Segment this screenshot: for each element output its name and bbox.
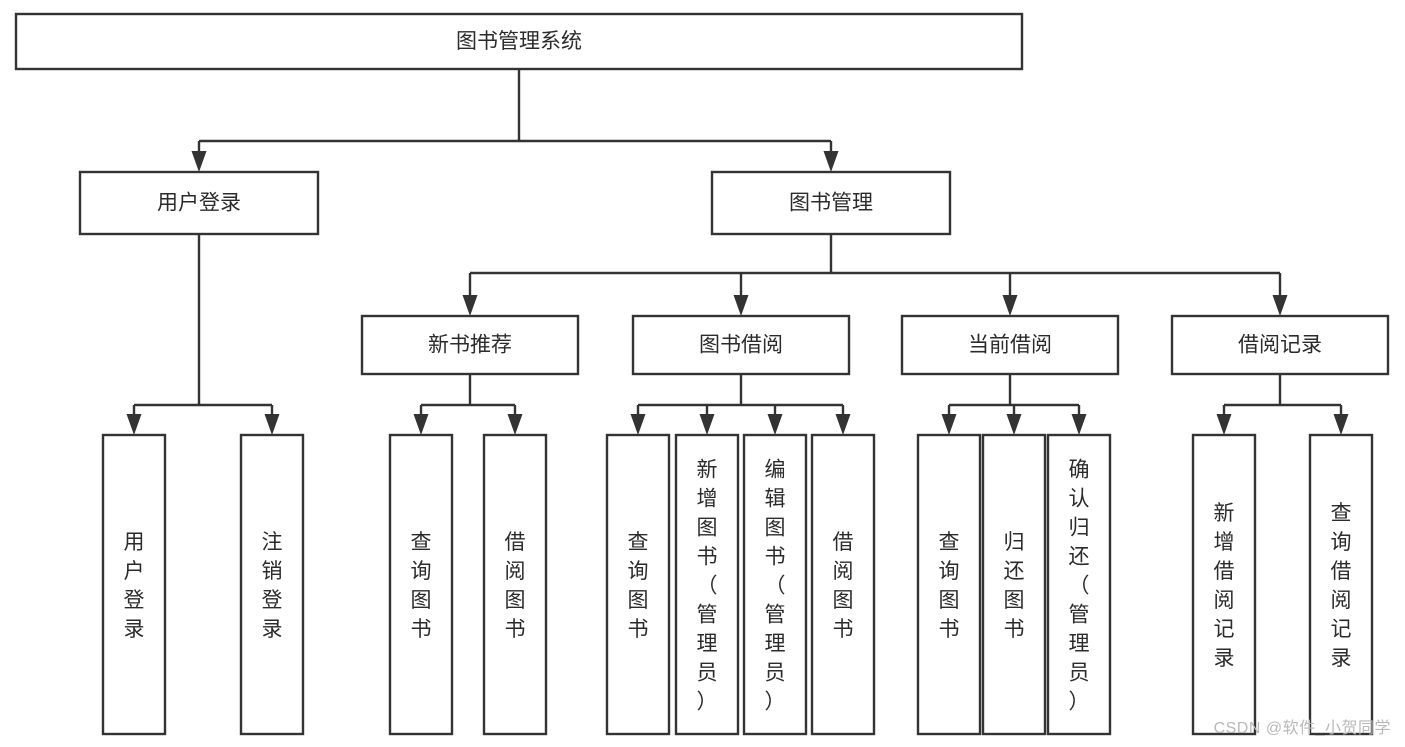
arrow-head-icon	[941, 414, 957, 435]
node-leaf-confirm-return[interactable]: 确认归还（管理员）	[1046, 433, 1112, 736]
node-leaf-query-book-recommend[interactable]: 查询图书	[388, 433, 454, 736]
arrow-head-icon	[264, 414, 280, 435]
node-label: 新书推荐	[428, 334, 512, 357]
node-label: 用户登录	[124, 531, 145, 641]
arrow-head-icon	[699, 414, 715, 435]
arrow-head-icon	[1002, 295, 1018, 316]
node-label: 新增借阅记录	[1214, 502, 1235, 670]
node-user-login[interactable]: 用户登录	[78, 170, 320, 236]
node-box[interactable]	[631, 314, 851, 376]
node-label: 确认归还（管理员）	[1069, 459, 1090, 714]
node-leaf-query-book-borrow[interactable]: 查询图书	[605, 433, 671, 736]
node-box[interactable]	[360, 314, 580, 376]
arrow-head-icon	[733, 295, 749, 316]
node-label: 新增图书（管理员）	[697, 459, 718, 714]
arrow-head-icon	[823, 151, 839, 172]
node-label: 归还图书	[1004, 531, 1025, 641]
node-box[interactable]	[742, 433, 808, 736]
node-box[interactable]	[1046, 433, 1112, 736]
node-box[interactable]	[101, 433, 167, 736]
arrow-head-icon	[191, 151, 207, 172]
node-leaf-add-borrow-record[interactable]: 新增借阅记录	[1191, 433, 1257, 736]
node-box[interactable]	[674, 433, 740, 736]
node-box[interactable]	[482, 433, 548, 736]
node-box[interactable]	[1191, 433, 1257, 736]
node-label: 注销登录	[262, 531, 283, 641]
arrow-head-icon	[462, 295, 478, 316]
node-label: 查询图书	[411, 531, 432, 641]
arrow-head-icon	[413, 414, 429, 435]
node-label: 借阅记录	[1238, 334, 1322, 357]
node-box[interactable]	[916, 433, 982, 736]
node-box[interactable]	[1170, 314, 1390, 376]
node-current-borrow[interactable]: 当前借阅	[900, 314, 1120, 376]
node-label: 编辑图书（管理员）	[765, 459, 786, 714]
node-leaf-edit-book[interactable]: 编辑图书（管理员）	[742, 433, 808, 736]
node-label: 查询图书	[939, 531, 960, 641]
node-box[interactable]	[78, 170, 320, 236]
node-book-borrow[interactable]: 图书借阅	[631, 314, 851, 376]
node-label: 查询借阅记录	[1331, 502, 1352, 670]
node-box[interactable]	[981, 433, 1047, 736]
node-leaf-add-book[interactable]: 新增图书（管理员）	[674, 433, 740, 736]
node-new-book-recommend[interactable]: 新书推荐	[360, 314, 580, 376]
node-book-management[interactable]: 图书管理	[710, 170, 952, 236]
node-label: 当前借阅	[968, 334, 1052, 357]
node-borrow-record[interactable]: 借阅记录	[1170, 314, 1390, 376]
node-leaf-logout[interactable]: 注销登录	[239, 433, 305, 736]
watermark-text: CSDN @软件_小贺同学	[1213, 720, 1391, 737]
node-box[interactable]	[1308, 433, 1374, 736]
arrow-head-icon	[1272, 295, 1288, 316]
node-box[interactable]	[239, 433, 305, 736]
arrow-head-icon	[1333, 414, 1349, 435]
node-leaf-query-book-current[interactable]: 查询图书	[916, 433, 982, 736]
arrow-head-icon	[1071, 414, 1087, 435]
node-leaf-user-login[interactable]: 用户登录	[101, 433, 167, 736]
node-label: 借阅图书	[505, 531, 526, 641]
node-label: 用户登录	[157, 192, 241, 215]
node-label: 借阅图书	[833, 531, 854, 641]
nodes-layer: 图书管理系统用户登录图书管理新书推荐图书借阅当前借阅借阅记录用户登录注销登录查询…	[14, 12, 1390, 736]
node-label: 查询图书	[628, 531, 649, 641]
arrow-head-icon	[1216, 414, 1232, 435]
node-leaf-query-borrow-record[interactable]: 查询借阅记录	[1308, 433, 1374, 736]
node-box[interactable]	[810, 433, 876, 736]
connectors-layer	[126, 69, 1349, 435]
arrow-head-icon	[1006, 414, 1022, 435]
node-box[interactable]	[710, 170, 952, 236]
node-label: 图书管理系统	[456, 30, 582, 53]
arrow-head-icon	[835, 414, 851, 435]
node-box[interactable]	[388, 433, 454, 736]
arrow-head-icon	[767, 414, 783, 435]
node-label: 图书借阅	[699, 334, 783, 357]
node-box[interactable]	[14, 12, 1024, 71]
node-label: 图书管理	[789, 192, 873, 215]
node-leaf-borrow-book-recommend[interactable]: 借阅图书	[482, 433, 548, 736]
arrow-head-icon	[126, 414, 142, 435]
node-box[interactable]	[605, 433, 671, 736]
arrow-head-icon	[630, 414, 646, 435]
node-box[interactable]	[900, 314, 1120, 376]
node-leaf-return-book[interactable]: 归还图书	[981, 433, 1047, 736]
node-leaf-borrow-book[interactable]: 借阅图书	[810, 433, 876, 736]
arrow-head-icon	[507, 414, 523, 435]
node-root[interactable]: 图书管理系统	[14, 12, 1024, 71]
